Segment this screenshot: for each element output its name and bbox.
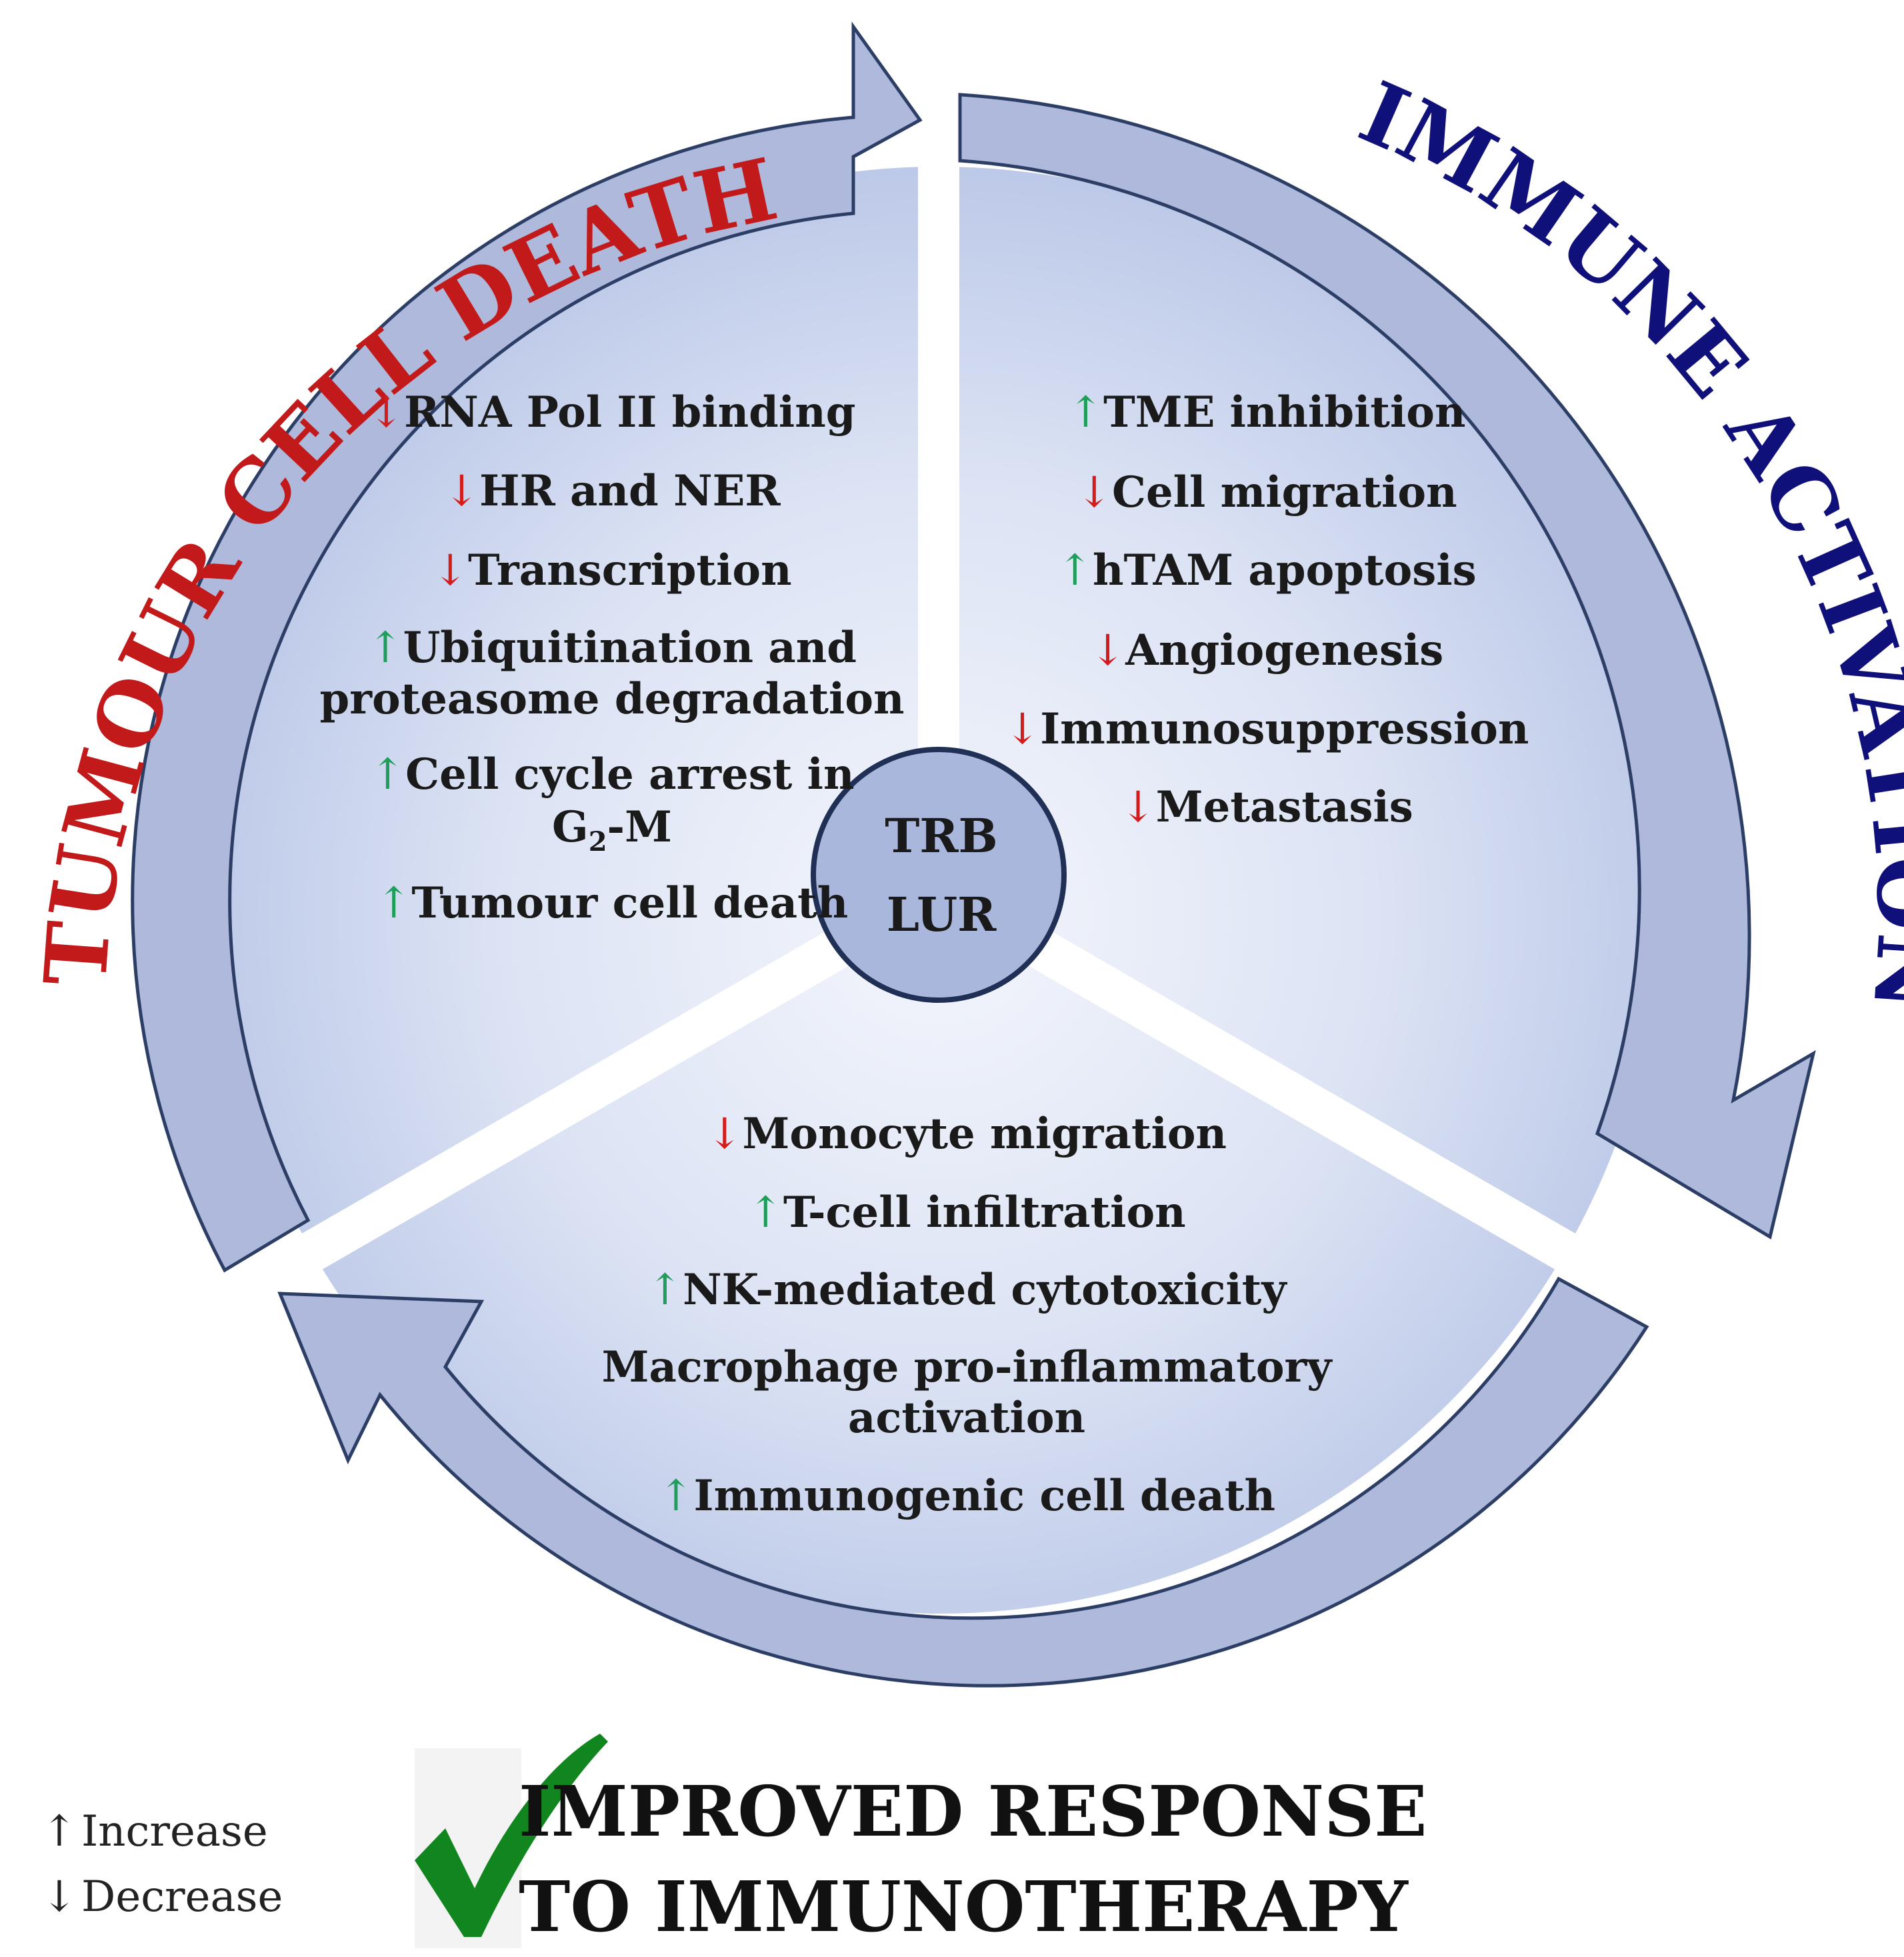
effect-text: TME inhibition bbox=[1103, 387, 1465, 437]
center-label-2: LUR bbox=[887, 887, 997, 942]
bottom-effect-item: ↑T-cell infiltration bbox=[747, 1188, 1185, 1238]
tumour-effect-item: ↓Transcription bbox=[432, 545, 791, 595]
effect-text: Transcription bbox=[468, 545, 792, 595]
effect-text: activation bbox=[848, 1393, 1085, 1443]
legend-increase-arrow: ↑ bbox=[41, 1807, 77, 1856]
tumour-effect-item: ↑Ubiquitination and bbox=[367, 623, 857, 673]
decrease-arrow-icon: ↓ bbox=[432, 546, 468, 595]
decrease-arrow-icon: ↓ bbox=[1090, 626, 1126, 675]
tumour-effect-item: ↓RNA Pol II binding bbox=[368, 387, 855, 437]
increase-arrow-icon: ↑ bbox=[747, 1188, 783, 1238]
checkmark-icon bbox=[415, 1734, 608, 1937]
bottom-effect-item: activation bbox=[848, 1393, 1085, 1443]
immune-effect-item: ↓Cell migration bbox=[1076, 467, 1457, 517]
conclusion: IMPROVED RESPONSE TO IMMUNOTHERAPY bbox=[415, 1734, 1427, 1948]
subscript: 2 bbox=[589, 826, 607, 857]
legend-increase-label: Increase bbox=[81, 1807, 268, 1856]
effect-text: Cell migration bbox=[1112, 467, 1457, 517]
immune-effect-item: ↑hTAM apoptosis bbox=[1057, 545, 1476, 595]
bottom-effect-item: Macrophage pro-inflammatory bbox=[602, 1342, 1333, 1392]
conclusion-line-2: TO IMMUNOTHERAPY bbox=[519, 1866, 1409, 1948]
decrease-arrow-icon: ↓ bbox=[368, 388, 404, 437]
center-label-1: TRB bbox=[885, 808, 997, 863]
tumour-effect-item: ↓HR and NER bbox=[443, 466, 781, 516]
effect-text: Ubiquitination and bbox=[403, 623, 857, 673]
effect-text: Cell cycle arrest in bbox=[405, 749, 854, 799]
immune-effect-item: ↓Immunosuppression bbox=[1005, 704, 1529, 754]
effect-text: NK-mediated cytotoxicity bbox=[683, 1265, 1287, 1315]
effect-text: Monocyte migration bbox=[743, 1109, 1227, 1159]
tumour-effect-item: proteasome degradation bbox=[319, 674, 904, 724]
increase-arrow-icon: ↑ bbox=[658, 1472, 694, 1521]
immune-effect-item: ↑TME inhibition bbox=[1068, 387, 1466, 437]
tumour-effect-item: ↑Cell cycle arrest in bbox=[370, 749, 855, 799]
arrow-bottom bbox=[277, 1276, 1649, 1688]
increase-arrow-icon: ↑ bbox=[367, 623, 403, 673]
cycle-arrows bbox=[131, 21, 1816, 1688]
effect-text: Macrophage pro-inflammatory bbox=[602, 1342, 1333, 1392]
tumour-effect-item: G2-M bbox=[552, 802, 672, 857]
effect-text: proteasome degradation bbox=[319, 674, 904, 724]
increase-arrow-icon: ↑ bbox=[376, 879, 412, 928]
effect-text: Immunogenic cell death bbox=[694, 1471, 1275, 1521]
arrow-top-left bbox=[131, 21, 923, 1273]
effect-text: RNA Pol II binding bbox=[404, 387, 855, 437]
effect-text: G bbox=[552, 802, 589, 852]
tumour-effects-list: ↓RNA Pol II binding↓HR and NER↓Transcrip… bbox=[319, 387, 904, 928]
increase-arrow-icon: ↑ bbox=[370, 750, 406, 799]
tumour-effect-item: ↑Tumour cell death bbox=[376, 878, 848, 928]
effect-text: Metastasis bbox=[1156, 782, 1413, 832]
decrease-arrow-icon: ↓ bbox=[1120, 783, 1156, 832]
legend-decrease-label: Decrease bbox=[81, 1872, 283, 1922]
effect-text: Angiogenesis bbox=[1125, 625, 1443, 675]
decrease-arrow-icon: ↓ bbox=[443, 467, 479, 516]
conclusion-line-1: IMPROVED RESPONSE bbox=[519, 1770, 1427, 1852]
arrow-right bbox=[958, 93, 1816, 1240]
legend-decrease-arrow: ↓ bbox=[41, 1872, 77, 1922]
decrease-arrow-icon: ↓ bbox=[707, 1110, 743, 1159]
effect-text: hTAM apoptosis bbox=[1093, 545, 1477, 595]
decrease-arrow-icon: ↓ bbox=[1005, 705, 1041, 754]
immune-effect-item: ↓Metastasis bbox=[1120, 782, 1413, 832]
immune-effects-list: ↑TME inhibition↓Cell migration↑hTAM apop… bbox=[1005, 387, 1529, 832]
center-node: TRB LUR bbox=[811, 747, 1067, 1003]
immune-effect-item: ↓Angiogenesis bbox=[1090, 625, 1444, 675]
increase-arrow-icon: ↑ bbox=[1068, 388, 1104, 437]
increase-arrow-icon: ↑ bbox=[647, 1266, 683, 1315]
effect-text: Immunosuppression bbox=[1040, 704, 1529, 754]
bottom-effect-item: ↑NK-mediated cytotoxicity bbox=[647, 1265, 1287, 1315]
bottom-effect-item: ↓Monocyte migration bbox=[707, 1109, 1227, 1159]
effect-text: Tumour cell death bbox=[411, 878, 848, 928]
effect-text: HR and NER bbox=[479, 466, 781, 516]
legend: ↑ Increase ↓ Decrease bbox=[41, 1807, 283, 1922]
bottom-effects-list: ↓Monocyte migration↑T-cell infiltration↑… bbox=[602, 1109, 1333, 1521]
decrease-arrow-icon: ↓ bbox=[1076, 468, 1112, 517]
effect-text-suffix: -M bbox=[607, 802, 672, 852]
effect-text: T-cell infiltration bbox=[783, 1188, 1186, 1238]
bottom-effect-item: ↑Immunogenic cell death bbox=[658, 1471, 1275, 1521]
increase-arrow-icon: ↑ bbox=[1057, 546, 1093, 595]
